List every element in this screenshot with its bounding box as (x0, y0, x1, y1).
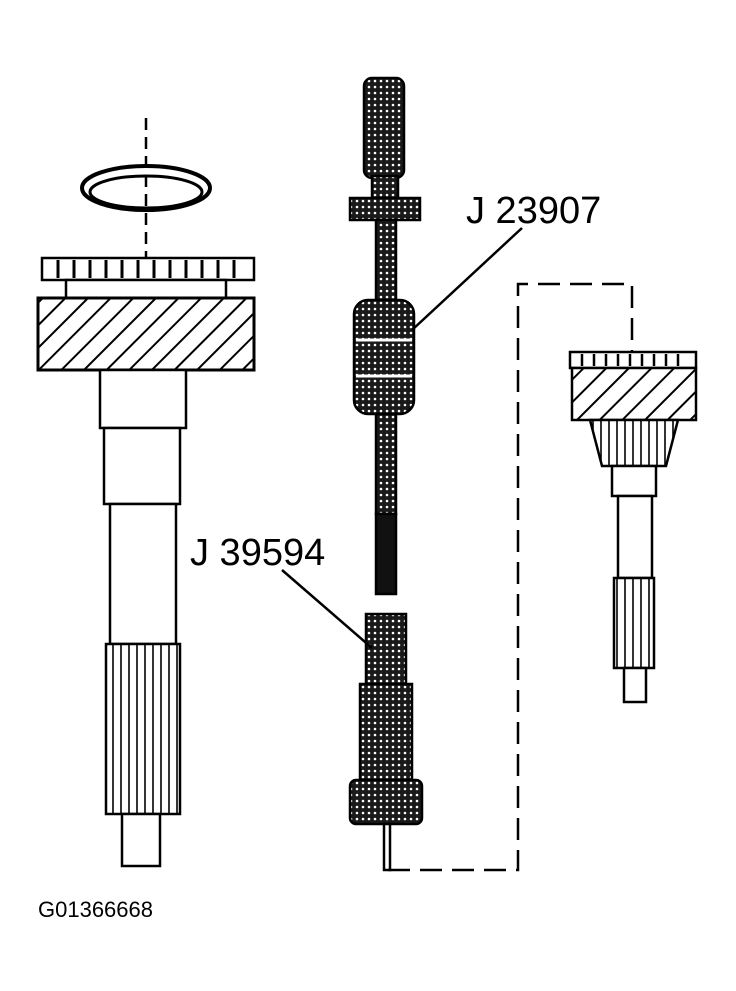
tool-handle (362, 76, 406, 180)
slide-hammer-weight (352, 298, 416, 416)
adapter-base (348, 778, 424, 826)
leader-j23907 (411, 227, 523, 331)
leader-j39594 (281, 569, 373, 649)
label-j23907: J 23907 (466, 190, 602, 232)
tool-handle-collar (370, 174, 400, 200)
detail-shaft-body (616, 494, 654, 580)
adapter-body (358, 682, 414, 782)
shaft-splines (104, 642, 182, 816)
detail-gear (570, 366, 698, 422)
detail-shaft-splines (612, 576, 656, 670)
main-gear (36, 296, 256, 372)
shaft-body (108, 502, 178, 646)
tool-rod-upper (374, 218, 398, 312)
shaft-pilot (120, 812, 162, 868)
label-j39594: J 39594 (190, 532, 326, 574)
connection-bracket (388, 282, 634, 872)
detail-shaft-pilot (622, 666, 648, 704)
detail-bearing (588, 418, 680, 468)
shaft-bearing-seat (102, 426, 182, 506)
tool-rod-lower (374, 412, 398, 516)
clutch-teeth-marks (56, 260, 236, 278)
tool-flange (348, 196, 422, 222)
detail-shaft-assembly (568, 350, 698, 704)
input-shaft-assembly (36, 118, 256, 868)
adapter-tip (382, 822, 392, 872)
gear-hub (64, 278, 228, 300)
shaft-shoulder (98, 368, 188, 430)
detail-shaft-collar (610, 464, 658, 498)
figure-id: G01366668 (38, 897, 153, 922)
puller-tool (348, 76, 424, 872)
tool-rod-end (374, 512, 398, 596)
adapter-upper (364, 612, 408, 686)
